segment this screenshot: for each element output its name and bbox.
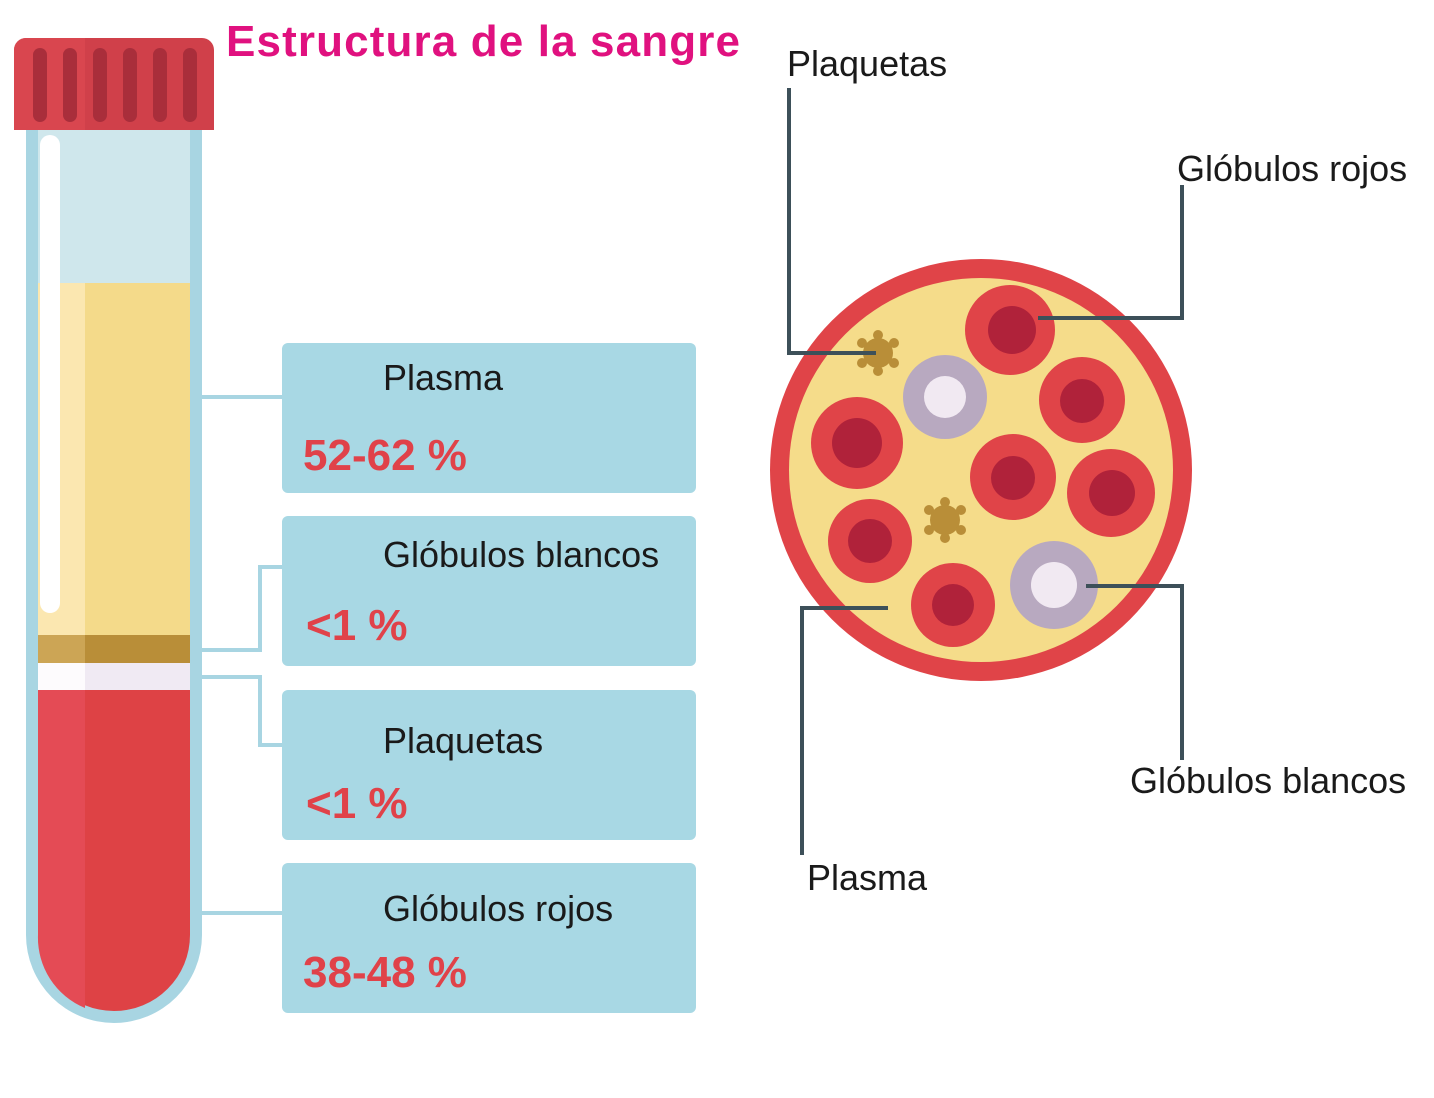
tube-highlight — [40, 135, 60, 613]
box-value: <1 % — [306, 601, 408, 650]
tube-connectors — [202, 395, 282, 915]
box-value: 52-62 % — [303, 431, 467, 480]
box-label: Plaquetas — [383, 720, 543, 761]
leader-lines — [787, 88, 1184, 855]
box-plasma: Plasma 52-62 % — [282, 343, 696, 493]
test-tube — [14, 38, 214, 1023]
box-label: Glóbulos rojos — [383, 888, 613, 929]
label-plasma: Plasma — [807, 857, 928, 898]
blood-cross-section — [770, 259, 1192, 681]
red-cell — [970, 434, 1056, 520]
red-cell — [1039, 357, 1125, 443]
platelet — [857, 330, 899, 376]
box-label: Glóbulos blancos — [383, 534, 659, 575]
platelet — [924, 497, 966, 543]
box-white-cells: Glóbulos blancos <1 % — [282, 516, 696, 666]
box-value: <1 % — [306, 779, 408, 828]
label-red-cells: Glóbulos rojos — [1177, 148, 1407, 189]
white-cells — [903, 355, 1098, 629]
box-label: Plasma — [383, 357, 504, 398]
white-cell — [903, 355, 987, 439]
white-cell — [1010, 541, 1098, 629]
platelets — [857, 330, 966, 543]
page-title: Estructura de la sangre — [226, 17, 740, 66]
red-cell — [811, 397, 903, 489]
red-cell — [965, 285, 1055, 375]
box-value: 38-48 % — [303, 948, 467, 997]
box-platelets: Plaquetas <1 % — [282, 690, 696, 840]
red-cell — [828, 499, 912, 583]
red-cells — [811, 285, 1155, 647]
red-cell — [911, 563, 995, 647]
box-red-cells: Glóbulos rojos 38-48 % — [282, 863, 696, 1013]
red-cell — [1067, 449, 1155, 537]
label-white-cells: Glóbulos blancos — [1130, 760, 1406, 801]
tube-cap — [14, 38, 214, 130]
label-platelets: Plaquetas — [787, 43, 947, 84]
